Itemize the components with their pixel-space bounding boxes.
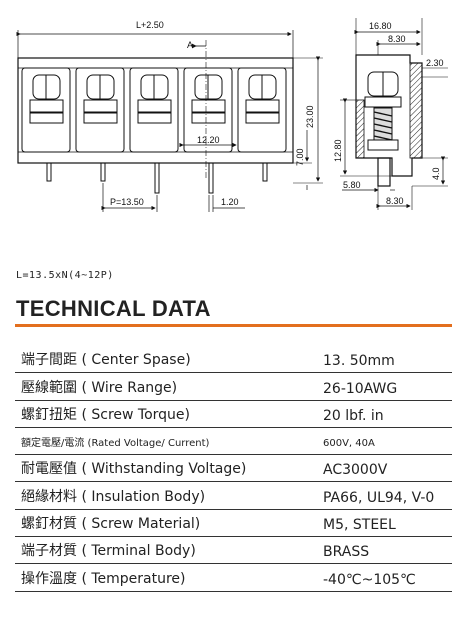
spec-value: -40℃~105℃ xyxy=(323,571,416,588)
spec-row-rated-voltage-current: 額定電壓/電流 (Rated Voltage/ Current) 600V, 4… xyxy=(15,428,452,456)
spec-value: PA66, UL94, V-0 xyxy=(323,489,435,506)
dim-height-pin-label: 7.00 xyxy=(295,148,305,166)
spec-row-screw-torque: 螺釘扭矩 ( Screw Torque) 20 lbf. in xyxy=(15,401,452,428)
spec-value: BRASS xyxy=(323,544,370,561)
spec-value: 20 lbf. in xyxy=(323,407,384,424)
spec-label: 端子間距 ( Center Spase) xyxy=(21,352,191,369)
spec-row-insulation-body: 絕緣材料 ( Insulation Body) PA66, UL94, V-0 xyxy=(15,482,452,510)
spec-label: 螺釘扭矩 ( Screw Torque) xyxy=(21,406,190,423)
section-title: TECHNICAL DATA xyxy=(16,296,211,321)
dim-side-top-label: 8.30 xyxy=(388,34,406,44)
technical-drawing: L+2.50 A 12.20 P=13.50 1.20 23.00 7.00 xyxy=(16,18,448,212)
spec-row-wire-range: 壓線範圍 ( Wire Range) 26-10AWG xyxy=(15,373,452,401)
dim-side-pin-len-label: 4.0 xyxy=(431,167,441,180)
spec-row-withstanding-voltage: 耐電壓值 ( Withstanding Voltage) AC3000V xyxy=(15,455,452,483)
spec-row-screw-material: 螺釘材質 ( Screw Material) M5, STEEL xyxy=(15,510,452,538)
terminal-compartments xyxy=(21,67,287,153)
spec-label: 壓線範圍 ( Wire Range) xyxy=(21,379,178,396)
dim-side-pin-pos-label: 5.80 xyxy=(343,180,361,190)
dim-pitch-label: P=13.50 xyxy=(110,197,144,207)
spec-row-terminal-body: 端子材質 ( Terminal Body) BRASS xyxy=(15,537,452,565)
pins xyxy=(46,162,268,194)
spec-label: 端子材質 ( Terminal Body) xyxy=(21,543,196,560)
length-formula: L=13.5xN(4~12P) xyxy=(16,270,114,281)
spec-value: 600V, 40A xyxy=(323,438,375,450)
dim-height-total-label: 23.00 xyxy=(305,105,315,128)
spec-label: 螺釘材質 ( Screw Material) xyxy=(21,516,201,533)
dim-side-width-label: 16.80 xyxy=(369,21,392,31)
front-view xyxy=(16,30,323,212)
section-mark-label: A xyxy=(187,40,193,50)
title-underline xyxy=(15,324,452,327)
dim-length-label: L+2.50 xyxy=(136,20,164,30)
dim-center-label: 12.20 xyxy=(197,135,220,145)
spec-label: 額定電壓/電流 (Rated Voltage/ Current) xyxy=(21,438,210,450)
spec-label: 絕緣材料 ( Insulation Body) xyxy=(21,488,206,505)
spec-table: 端子間距 ( Center Spase) 13. 50mm 壓線範圍 ( Wir… xyxy=(15,346,452,592)
spec-row-temperature: 操作溫度 ( Temperature) -40℃~105℃ xyxy=(15,564,452,592)
spec-value: 26-10AWG xyxy=(323,380,398,397)
spec-value: AC3000V xyxy=(323,462,388,479)
side-view xyxy=(340,18,448,210)
dim-side-height-label: 12.80 xyxy=(333,139,343,162)
spec-label: 耐電壓值 ( Withstanding Voltage) xyxy=(21,461,247,478)
spec-label: 操作溫度 ( Temperature) xyxy=(21,570,186,587)
spec-value: 13. 50mm xyxy=(323,353,395,370)
dim-side-offset-label: 2.30 xyxy=(426,58,444,68)
spec-value: M5, STEEL xyxy=(323,517,396,534)
dim-pin-width-label: 1.20 xyxy=(221,197,239,207)
screw-heads xyxy=(29,74,280,124)
dim-side-bottom-label: 8.30 xyxy=(386,196,404,206)
spec-row-center-spacing: 端子間距 ( Center Spase) 13. 50mm xyxy=(15,346,452,374)
